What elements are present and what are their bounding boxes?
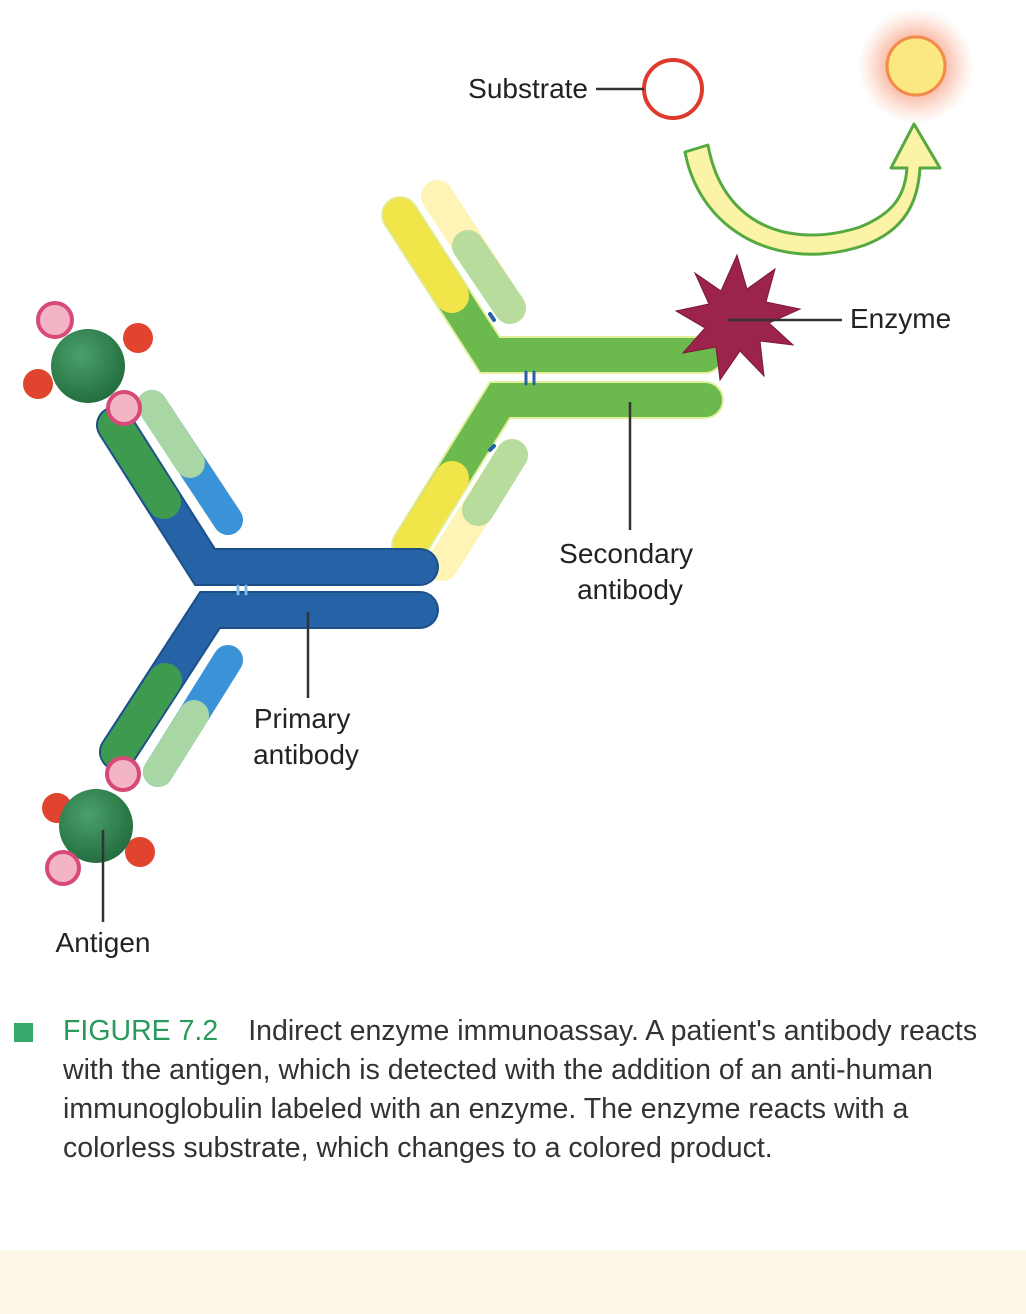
leader-lines (101, 87, 842, 922)
substrate-label: Substrate (468, 73, 588, 104)
secondary-antibody-label: Secondary antibody (559, 538, 701, 605)
caption-body: Indirect enzyme immunoassay. A patient's… (63, 1015, 978, 1164)
antigen-lower (42, 756, 155, 886)
figure-area: Substrate Enzyme Secondary antibody Prim… (0, 0, 1026, 1250)
figure-number: FIGURE 7.2 (63, 1015, 219, 1047)
enzyme-label: Enzyme (850, 303, 951, 334)
enzyme-star (674, 253, 802, 382)
antigen-label: Antigen (56, 927, 151, 958)
substrate-molecule (642, 58, 704, 120)
primary-antibody-label: Primary antibody (253, 703, 359, 770)
immunoassay-diagram: Substrate Enzyme Secondary antibody Prim… (23, 8, 974, 958)
reaction-arrow (683, 122, 942, 256)
antigen-upper (23, 301, 153, 426)
primary-antibody (96, 390, 439, 787)
secondary-antibody (381, 180, 724, 581)
colored-product (858, 8, 974, 124)
caption-bullet-icon (14, 1023, 33, 1042)
